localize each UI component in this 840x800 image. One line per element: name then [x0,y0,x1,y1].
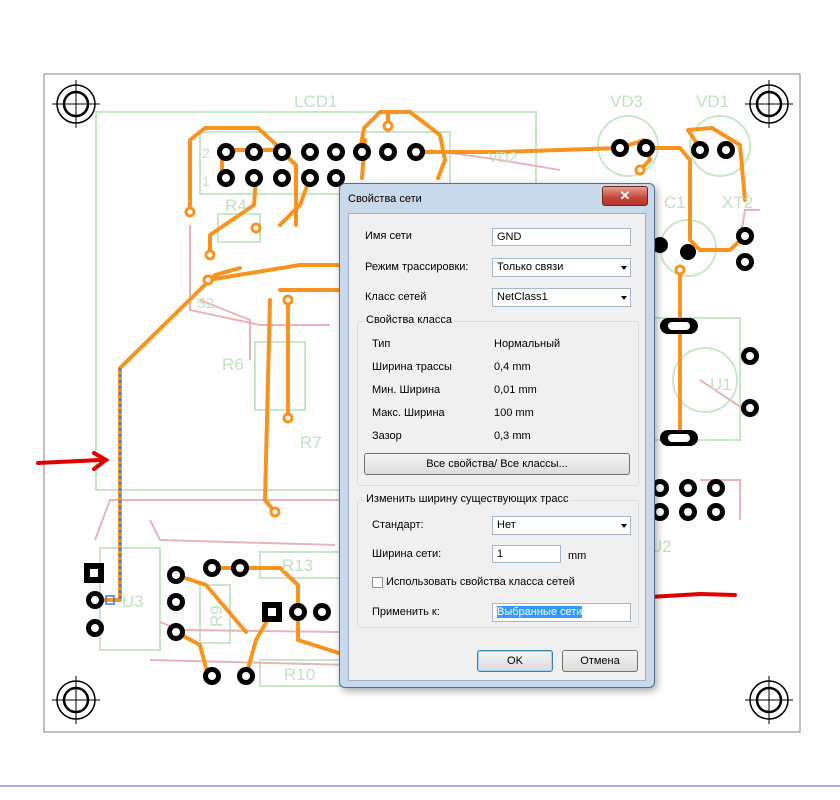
standard-label: Стандарт: [372,519,424,531]
clearance-label: Зазор [372,430,402,442]
routing-mode-label: Режим трассировки: [365,261,469,273]
net-width-label: Ширина сети: [372,548,442,560]
mounting-hole-bl [52,676,100,724]
change-width-title: Изменить ширину существующих трасс [364,493,571,505]
net-width-input[interactable]: 1 [492,545,561,563]
change-width-group: Изменить ширину существующих трасс Станд… [357,493,639,628]
dialog-titlebar[interactable]: Свойства сети ✕ [340,184,654,214]
apply-to-label: Применить к: [372,606,440,618]
label-r4: R4 [225,196,247,215]
net-class-label: Класс сетей [365,291,427,303]
label-vd1: VD1 [696,92,729,111]
class-properties-title: Свойства класса [364,314,454,326]
arrow-left-head [92,451,110,471]
label-lcd1: LCD1 [294,92,337,111]
standard-select[interactable]: Нет [492,516,631,535]
label-r9: R9 [207,605,226,627]
net-properties-dialog: Свойства сети ✕ Имя сети GND Режим трасс… [339,183,655,688]
label-xt2: XT2 [722,193,753,212]
standard-value: Нет [497,519,516,531]
use-class-checkbox[interactable] [372,577,383,588]
label-r13: R13 [282,556,313,575]
all-properties-button[interactable]: Все свойства/ Все классы... [364,453,630,475]
selection-handle[interactable] [105,595,115,605]
cancel-button[interactable]: Отмена [562,650,638,672]
silkscreen-labels: LCD1 VD3 VD1 R4 R6 R7 C1 XT2 U1 U2 U3 R9… [122,92,753,684]
dialog-client-area: Имя сети GND Режим трассировки: Только с… [348,213,646,681]
label-r10: R10 [284,665,315,684]
ok-button[interactable]: OK [477,650,553,672]
label-u3: U3 [122,592,144,611]
net-name-label: Имя сети [365,230,412,242]
class-properties-group: Свойства класса Тип Нормальный Ширина тр… [357,314,639,486]
net-width-unit: mm [568,550,587,562]
lcd-header-pads [217,143,425,187]
class-type-label: Тип [372,338,391,350]
max-width-value: 100 mm [494,407,534,419]
chevron-down-icon [621,296,627,300]
use-class-label: Использовать свойства класса сетей [386,576,575,588]
vias [184,120,686,518]
label-u1: U1 [710,375,732,394]
label-pin2: 2 [202,145,210,161]
net-name-field[interactable]: GND [492,228,631,246]
label-vd3: VD3 [610,92,643,111]
label-u2: U2 [650,537,672,556]
apply-to-value: Выбранные сети [497,606,583,618]
trace-width-value: 0,4 mm [494,361,531,373]
chevron-down-icon [621,524,627,528]
close-button[interactable]: ✕ [602,186,648,206]
label-vd2: VD2 [488,149,517,166]
mounting-hole-tr [745,80,793,128]
label-c1: C1 [664,193,686,212]
net-class-select[interactable]: NetClass1 [492,288,631,307]
min-width-value: 0,01 mm [494,384,537,396]
mounting-hole-br [745,676,793,724]
close-icon: ✕ [619,188,631,203]
component-pads [84,139,759,685]
mounting-hole-tl [52,80,100,128]
chevron-down-icon [621,266,627,270]
apply-to-select[interactable]: Выбранные сети [492,603,631,622]
trace-width-label: Ширина трассы [372,361,452,373]
class-type-value: Нормальный [494,338,561,350]
routing-mode-select[interactable]: Только связи [492,258,631,277]
label-s2: S2 [196,295,214,312]
label-pin1: 1 [202,173,210,189]
label-r7: R7 [300,433,322,452]
max-width-label: Макс. Ширина [372,407,445,419]
arrow-left-annotation [36,458,102,465]
net-class-value: NetClass1 [497,291,548,303]
min-width-label: Мин. Ширина [372,384,441,396]
clearance-value: 0,3 mm [494,430,531,442]
routing-mode-value: Только связи [497,261,564,273]
label-r6: R6 [222,355,244,374]
dialog-title: Свойства сети [348,193,422,205]
